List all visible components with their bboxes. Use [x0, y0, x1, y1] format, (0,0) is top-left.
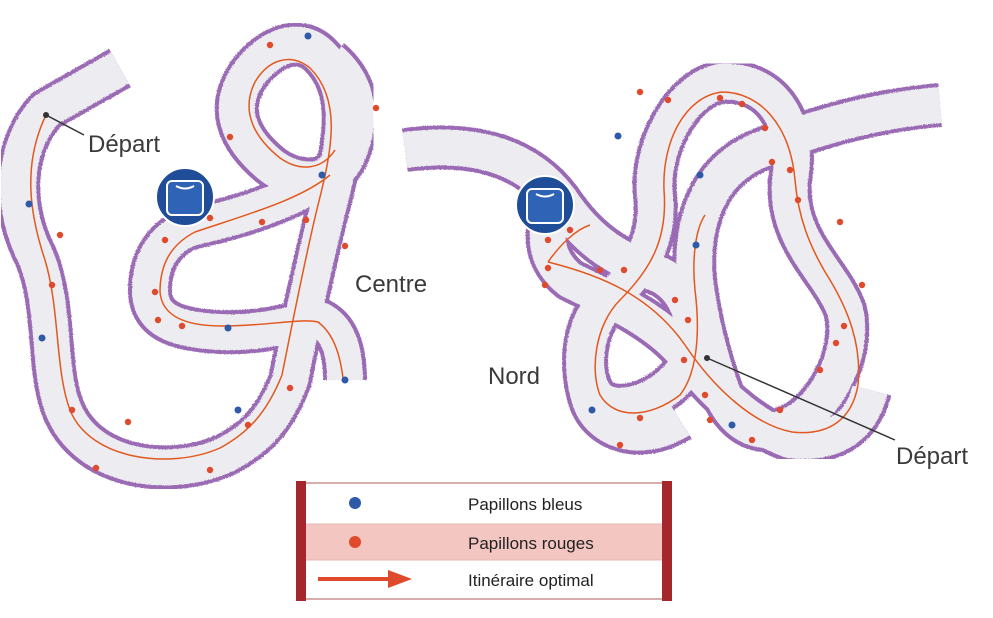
red-butterfly: [664, 96, 672, 104]
blue-butterfly: [304, 32, 312, 40]
centre-track: [0, 22, 379, 490]
blue-butterfly: [614, 132, 622, 140]
red-butterfly: [716, 94, 724, 102]
legend: Papillons bleus Papillons rouges Itinéra…: [296, 481, 672, 601]
legend-blue-label: Papillons bleus: [468, 495, 582, 514]
nord-track-surface: [402, 63, 942, 459]
blue-butterfly: [696, 171, 704, 179]
blue-butterfly: [25, 200, 33, 208]
item-box-icon: [515, 175, 575, 235]
red-butterfly: [48, 281, 56, 289]
legend-blue-dot: [349, 497, 361, 509]
depart-right-marker: [704, 355, 710, 361]
red-butterfly: [56, 231, 64, 239]
red-butterfly: [178, 322, 186, 330]
red-butterfly: [786, 166, 794, 174]
depart-left-label: Départ: [88, 131, 160, 158]
blue-butterfly: [318, 171, 326, 179]
red-butterfly: [258, 218, 266, 226]
red-butterfly: [341, 242, 349, 250]
red-butterfly: [544, 264, 552, 272]
depart-left-pointer: [45, 114, 85, 136]
red-butterfly: [761, 124, 769, 132]
red-butterfly: [794, 196, 802, 204]
red-butterfly: [706, 416, 714, 424]
blue-butterfly: [692, 241, 700, 249]
red-butterfly: [680, 356, 688, 364]
legend-right-bar: [662, 481, 672, 601]
blue-butterfly: [234, 406, 242, 414]
blue-butterfly: [588, 406, 596, 414]
item-box-icon: [155, 167, 215, 227]
red-butterfly: [832, 339, 840, 347]
red-butterfly: [566, 226, 574, 234]
red-butterfly: [738, 100, 746, 108]
centre-route: [30, 58, 344, 460]
red-butterfly: [541, 281, 549, 289]
blue-butterfly: [38, 334, 46, 342]
butterflies: [25, 32, 866, 474]
red-butterfly: [620, 266, 628, 274]
red-butterfly: [302, 216, 310, 224]
legend-left-bar: [296, 481, 306, 601]
red-butterfly: [858, 281, 866, 289]
centre-label: Centre: [355, 271, 427, 298]
red-butterfly: [840, 322, 848, 330]
red-butterfly: [206, 214, 214, 222]
nord-label: Nord: [488, 363, 540, 390]
red-butterfly: [286, 384, 294, 392]
red-butterfly: [544, 236, 552, 244]
blue-butterfly: [224, 324, 232, 332]
red-butterfly: [161, 236, 169, 244]
red-butterfly: [226, 133, 234, 141]
depart-right-label: Départ: [896, 443, 968, 470]
red-butterfly: [836, 218, 844, 226]
legend-red-label: Papillons rouges: [468, 534, 594, 553]
depart-right-pointer: [706, 357, 896, 441]
red-butterfly: [768, 158, 776, 166]
red-butterfly: [701, 391, 709, 399]
red-butterfly: [816, 366, 824, 374]
red-butterfly: [266, 41, 274, 49]
blue-butterfly: [341, 376, 349, 384]
red-butterfly: [776, 406, 784, 414]
legend-red-dot: [349, 536, 361, 548]
nord-route: [547, 91, 860, 434]
legend-route-label: Itinéraire optimal: [468, 571, 594, 590]
red-butterfly: [636, 88, 644, 96]
depart-left-marker: [43, 112, 49, 118]
red-butterfly: [206, 466, 214, 474]
nord-track: [402, 59, 942, 463]
red-butterfly: [244, 421, 252, 429]
red-butterfly: [596, 266, 604, 274]
red-butterfly: [92, 464, 100, 472]
blue-butterfly: [728, 421, 736, 429]
red-butterfly: [151, 288, 159, 296]
centre-track-surface: [0, 26, 375, 486]
red-butterfly: [671, 296, 679, 304]
legend-band-red: [306, 524, 662, 560]
legend-arrow-icon: [318, 570, 412, 588]
red-butterfly: [372, 104, 380, 112]
red-butterfly: [154, 316, 162, 324]
red-butterfly: [616, 441, 624, 449]
red-butterfly: [748, 436, 756, 444]
red-butterfly: [124, 418, 132, 426]
red-butterfly: [636, 414, 644, 422]
red-butterfly: [684, 316, 692, 324]
red-butterfly: [68, 406, 76, 414]
